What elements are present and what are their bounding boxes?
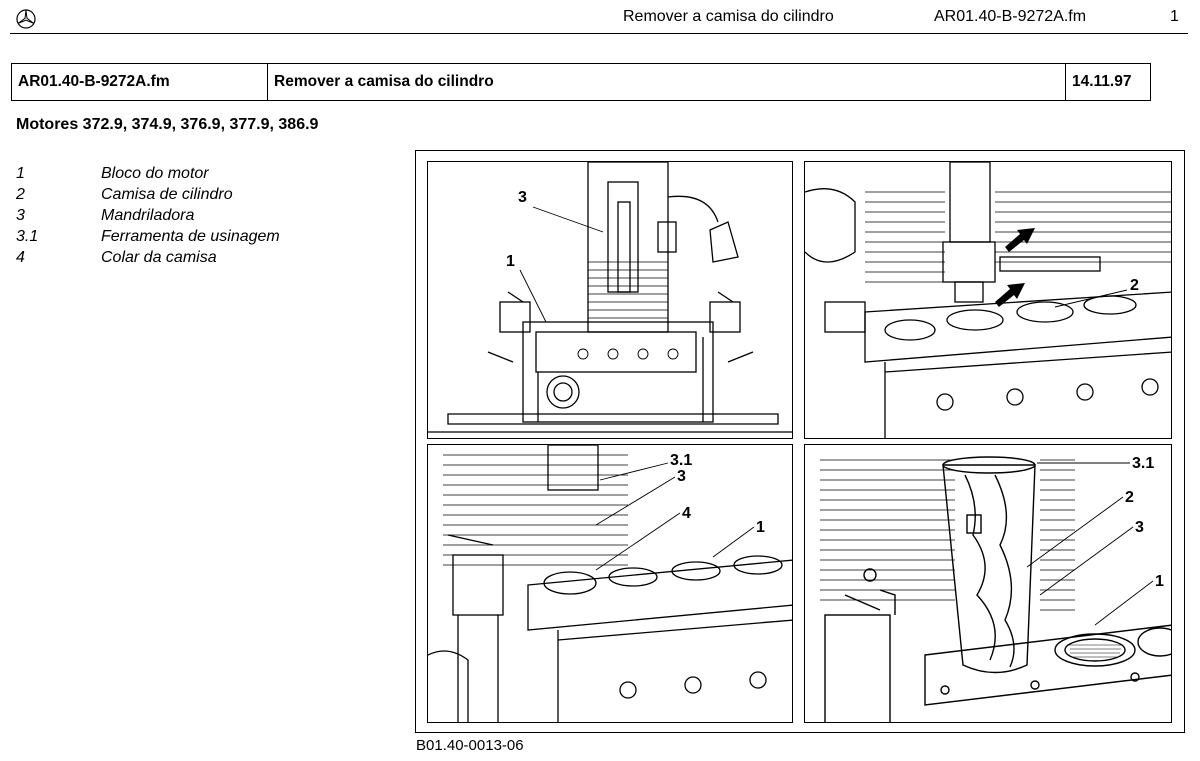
legend-item: 1 Bloco do motor [16, 163, 280, 184]
figure-panel-boring-out: 3.1 2 3 1 [804, 444, 1172, 723]
boring-machine-illustration: 3 1 [428, 162, 792, 433]
figure-panel-collar: 3.1 3 4 1 [427, 444, 793, 723]
callout-label: 1 [1155, 573, 1164, 590]
callout-label: 2 [1130, 277, 1139, 294]
legend-label: Camisa de cilindro [101, 186, 233, 203]
figure-panel-measuring: 2 [804, 161, 1172, 439]
legend-number: 3.1 [16, 228, 39, 245]
legend-item: 4 Colar da camisa [16, 247, 280, 268]
header-rule [10, 33, 1188, 34]
legend-number: 3 [16, 207, 25, 224]
page-number: 1 [1170, 8, 1179, 25]
meta-file-cell: AR01.40-B-9272A.fm [11, 63, 268, 101]
legend-item: 3.1 Ferramenta de usinagem [16, 226, 280, 247]
legend-number: 1 [16, 165, 25, 182]
engine-models-heading: Motores 372.9, 374.9, 376.9, 377.9, 386.… [16, 116, 319, 133]
legend-number: 4 [16, 249, 25, 266]
callout-label: 1 [506, 253, 515, 270]
header-file-name: AR01.40-B-9272A.fm [934, 8, 1087, 25]
micrometer-measurement-illustration: 2 [805, 162, 1171, 438]
callout-label: 3.1 [1132, 455, 1154, 472]
header-title: Remover a camisa do cilindro [623, 8, 834, 25]
document-meta-table: AR01.40-B-9272A.fm Remover a camisa do c… [11, 63, 1151, 101]
legend-number: 2 [16, 186, 25, 203]
callout-label: 1 [756, 519, 765, 536]
callout-label: 2 [1125, 489, 1134, 506]
callout-label: 3 [1135, 519, 1144, 536]
figure-panel-boring-machine: 3 1 [427, 161, 793, 439]
legend-item: 3 Mandriladora [16, 205, 280, 226]
callout-label: 4 [682, 505, 691, 522]
liner-boring-illustration: 3.1 2 3 1 [820, 455, 1171, 722]
legend-label: Colar da camisa [101, 249, 217, 266]
legend-list: 1 Bloco do motor 2 Camisa de cilindro 3 Man… [16, 163, 280, 268]
meta-title-cell: Remover a camisa do cilindro [267, 63, 1066, 101]
callout-label: 3.1 [670, 452, 692, 469]
figure-code: B01.40-0013-06 [416, 737, 524, 754]
callout-label: 3 [677, 468, 686, 485]
meta-date-cell: 14.11.97 [1065, 63, 1151, 101]
legend-label: Mandriladora [101, 207, 195, 224]
callout-label: 3 [518, 189, 527, 206]
legend-item: 2 Camisa de cilindro [16, 184, 280, 205]
figure-frame: 3 1 [415, 150, 1185, 733]
legend-label: Bloco do motor [101, 165, 209, 182]
mercedes-star-icon [16, 9, 36, 29]
liner-collar-illustration: 3.1 3 4 1 [428, 445, 792, 722]
legend-label: Ferramenta de usinagem [101, 228, 280, 245]
